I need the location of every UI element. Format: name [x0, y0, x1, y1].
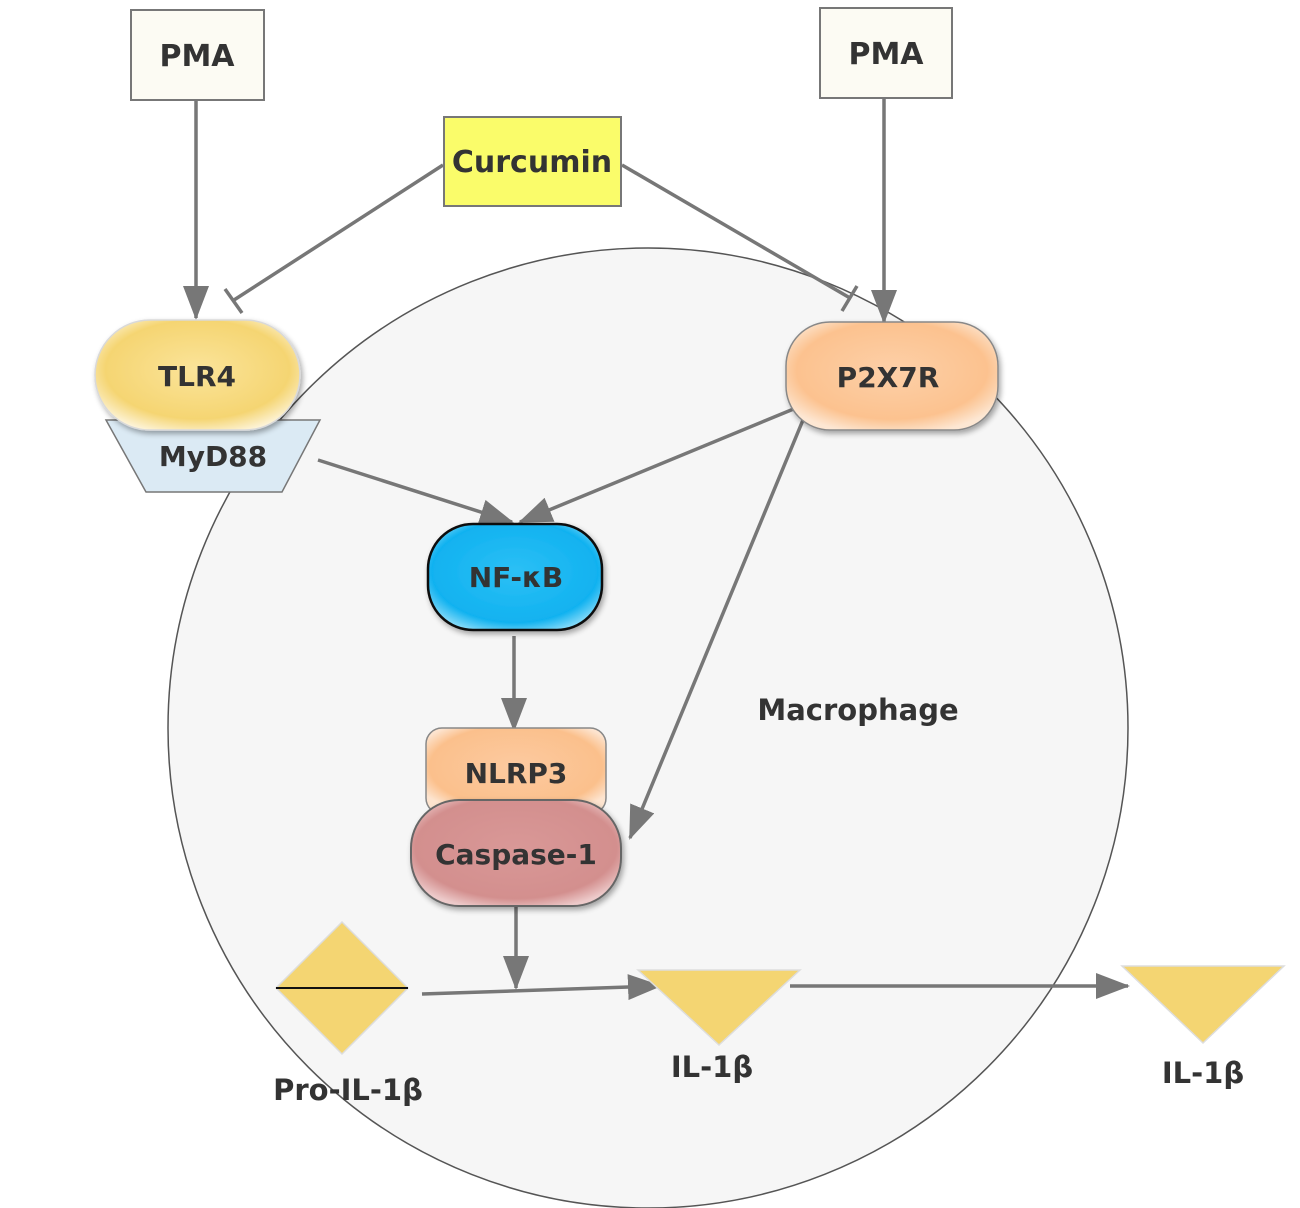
pro-il1b-label: Pro-IL-1β — [273, 1073, 423, 1107]
il1b-inner-shape — [636, 969, 802, 1047]
il1b-outer-label: IL-1β — [1162, 1056, 1244, 1090]
caspase1-label: Caspase-1 — [435, 838, 597, 871]
tlr4-shape — [94, 319, 301, 431]
p2x7r-shape — [785, 321, 999, 431]
caspase1-shape — [410, 799, 622, 907]
pma-left-label: PMA — [159, 39, 235, 74]
pma-right-box — [819, 7, 953, 99]
pma-right-label: PMA — [848, 37, 924, 72]
nfkb-label: NF-κB — [469, 561, 564, 594]
il1b-outer-shape — [1120, 965, 1286, 1045]
curcumin-label: Curcumin — [452, 145, 612, 180]
cell-label: Macrophage — [757, 693, 958, 727]
il1b-inner-label: IL-1β — [671, 1050, 753, 1084]
p2x7r-label: P2X7R — [837, 361, 940, 394]
arrow-p2x7r-caspase1 — [628, 419, 805, 840]
curcumin-box — [443, 116, 622, 207]
inhibit-bar-tlr4 — [223, 287, 244, 315]
nfkb-shape — [426, 522, 604, 632]
arrow-proil1b-il1b — [421, 974, 662, 1001]
nlrp3-label: NLRP3 — [465, 757, 568, 790]
inhibit-bar-p2x7r — [840, 285, 859, 312]
inhibit-curcumin-tlr4 — [233, 163, 444, 302]
tlr4-label: TLR4 — [158, 360, 236, 393]
inhibit-curcumin-p2x7r — [621, 163, 851, 300]
arrow-p2x7r-nfkb — [518, 406, 797, 524]
pma-left-box — [130, 9, 265, 101]
myd88-label: MyD88 — [159, 440, 267, 473]
arrow-myd88-nfkb — [317, 458, 514, 525]
